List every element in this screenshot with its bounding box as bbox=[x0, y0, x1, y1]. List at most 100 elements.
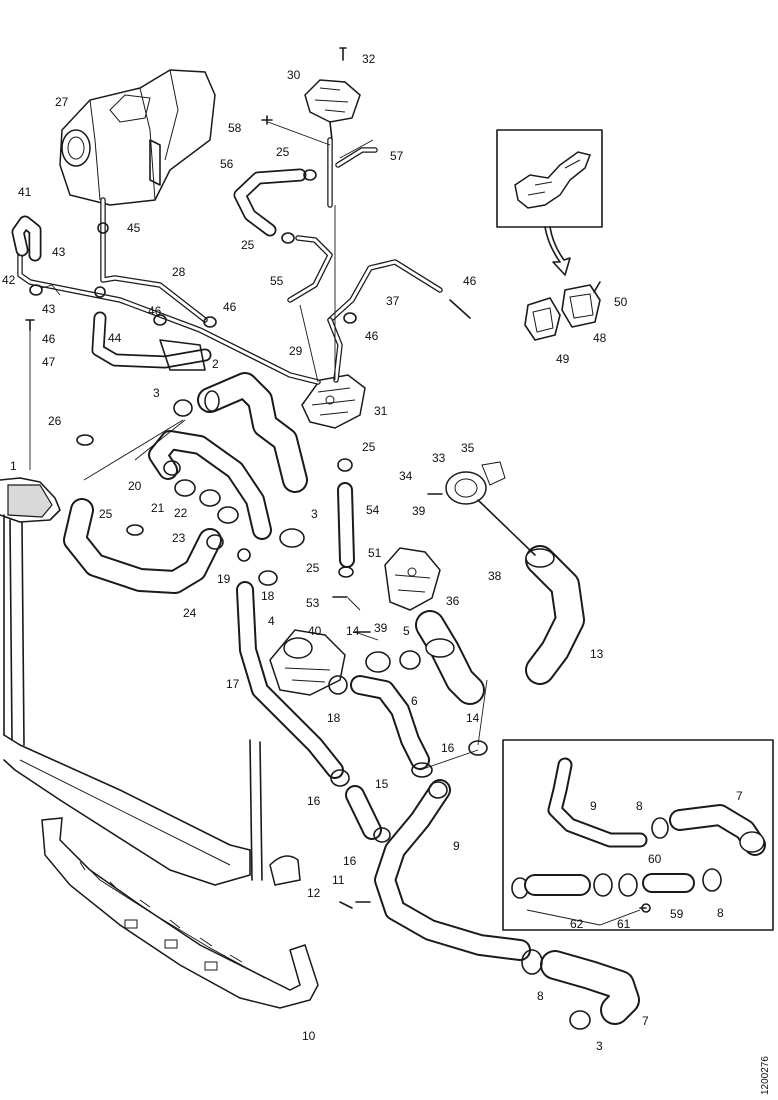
callout-label: 57 bbox=[390, 149, 404, 163]
callout-label: 53 bbox=[306, 596, 320, 610]
gaskets-49-50 bbox=[524, 284, 601, 341]
hose-7 bbox=[540, 950, 640, 1025]
hose-24 bbox=[63, 498, 222, 594]
callout-label: 54 bbox=[366, 503, 380, 517]
small-bleed-pipes bbox=[17, 137, 443, 385]
callout-label: 43 bbox=[42, 302, 56, 316]
callout-label: 29 bbox=[289, 344, 303, 358]
hose-2 bbox=[197, 372, 308, 493]
callout-label: 3 bbox=[311, 507, 318, 521]
callout-label: 44 bbox=[108, 331, 122, 345]
hose-20 bbox=[148, 430, 272, 540]
callout-label: 25 bbox=[306, 561, 320, 575]
callout-label: 38 bbox=[488, 569, 502, 583]
callout-label: 25 bbox=[241, 238, 255, 252]
callout-label: 14 bbox=[346, 624, 360, 638]
inset-box-hose-kit bbox=[502, 739, 774, 931]
outlet-flange-34 bbox=[445, 471, 536, 556]
callout-label: 46 bbox=[463, 274, 477, 288]
callout-label: 8 bbox=[636, 799, 643, 813]
bracket-upper bbox=[304, 79, 361, 141]
hose-55 bbox=[337, 482, 355, 568]
bracket-lower bbox=[301, 374, 366, 429]
callout-label: 7 bbox=[642, 1014, 649, 1028]
callout-label: 28 bbox=[172, 265, 186, 279]
callout-label: 47 bbox=[42, 355, 56, 369]
callout-label: 27 bbox=[55, 95, 69, 109]
radiator bbox=[0, 477, 301, 886]
callout-label: 30 bbox=[287, 68, 301, 82]
callout-label: 25 bbox=[362, 440, 376, 454]
callout-label: 4 bbox=[268, 614, 275, 628]
callout-label: 17 bbox=[226, 677, 240, 691]
callout-label: 8 bbox=[537, 989, 544, 1003]
callout-label: 16 bbox=[441, 741, 455, 755]
expansion-tank bbox=[59, 69, 216, 206]
callout-label: 24 bbox=[183, 606, 197, 620]
leader-lines bbox=[29, 121, 641, 926]
callout-label: 26 bbox=[48, 414, 62, 428]
callout-label: 7 bbox=[736, 789, 743, 803]
callout-label: 16 bbox=[343, 854, 357, 868]
callout-label: 40 bbox=[308, 624, 322, 638]
reference-number: 1200276 bbox=[760, 1056, 771, 1095]
callout-label: 11 bbox=[332, 873, 345, 887]
hose-9 bbox=[374, 779, 531, 961]
hose-5 bbox=[415, 610, 485, 705]
hose-57 bbox=[233, 168, 307, 237]
bolts bbox=[25, 47, 647, 909]
callout-label: 41 bbox=[18, 185, 32, 199]
callout-label: 19 bbox=[217, 572, 231, 586]
lower-cross-member bbox=[41, 817, 319, 1009]
callout-label: 39 bbox=[412, 504, 426, 518]
callout-label: 32 bbox=[362, 52, 376, 66]
inset-box-outlet-housing bbox=[496, 129, 603, 276]
callout-label: 33 bbox=[432, 451, 446, 465]
callout-label: 8 bbox=[717, 906, 724, 920]
thermostat-housing bbox=[269, 629, 346, 696]
callout-label: 48 bbox=[593, 331, 607, 345]
callout-label: 2 bbox=[212, 357, 219, 371]
callout-label: 39 bbox=[374, 621, 388, 635]
callout-label: 36 bbox=[446, 594, 460, 608]
callout-label: 45 bbox=[127, 221, 141, 235]
callout-label: 22 bbox=[174, 506, 188, 520]
hose-6 bbox=[350, 675, 430, 770]
callout-label: 49 bbox=[556, 352, 570, 366]
hose-kit-parts bbox=[511, 757, 766, 913]
hose-clamps bbox=[29, 169, 591, 1030]
callout-label: 46 bbox=[148, 304, 162, 318]
hose-15 bbox=[345, 785, 382, 840]
callout-label: 14 bbox=[466, 711, 480, 725]
callout-label: 13 bbox=[590, 647, 604, 661]
callout-label: 46 bbox=[365, 329, 379, 343]
callout-label: 37 bbox=[386, 294, 400, 308]
callout-label: 60 bbox=[648, 852, 662, 866]
callout-label: 25 bbox=[276, 145, 290, 159]
callout-label: 43 bbox=[52, 245, 66, 259]
callout-label: 51 bbox=[368, 546, 382, 560]
callout-label: 3 bbox=[153, 386, 160, 400]
gasket-35 bbox=[481, 461, 506, 486]
callout-label: 34 bbox=[399, 469, 413, 483]
callout-label: 9 bbox=[453, 839, 460, 853]
callout-label: 23 bbox=[172, 531, 186, 545]
callout-label: 15 bbox=[375, 777, 389, 791]
callout-label: 50 bbox=[614, 295, 628, 309]
callout-label: 55 bbox=[270, 274, 284, 288]
callout-label: 9 bbox=[590, 799, 597, 813]
hose-13 bbox=[525, 545, 585, 685]
callout-label: 12 bbox=[307, 886, 321, 900]
callout-label: 6 bbox=[411, 694, 418, 708]
callout-label: 62 bbox=[570, 917, 584, 931]
callout-label: 61 bbox=[617, 917, 631, 931]
callout-label: 18 bbox=[327, 711, 341, 725]
callout-label: 20 bbox=[128, 479, 142, 493]
callout-label: 25 bbox=[99, 507, 113, 521]
callout-label: 59 bbox=[670, 907, 684, 921]
callout-label: 42 bbox=[2, 273, 16, 287]
callout-label: 46 bbox=[223, 300, 237, 314]
hose-17 bbox=[236, 581, 344, 779]
callout-label: 10 bbox=[302, 1029, 316, 1043]
